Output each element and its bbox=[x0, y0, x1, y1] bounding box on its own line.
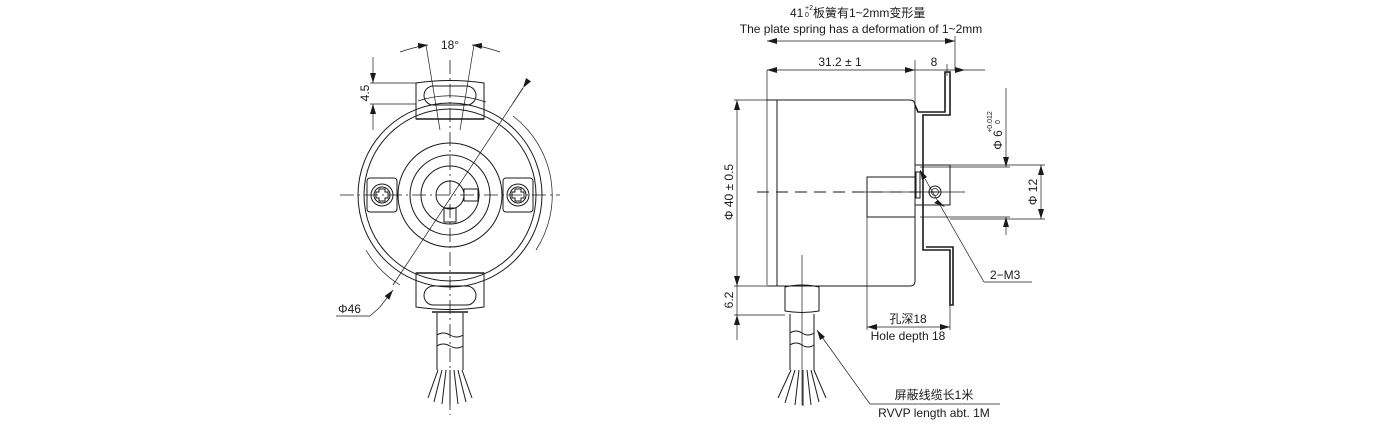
diameter-arrow-top bbox=[512, 78, 532, 104]
screw-arrow-bottom bbox=[934, 200, 945, 207]
cable-break-icon bbox=[436, 343, 464, 349]
hole-depth-en: Hole depth 18 bbox=[871, 329, 946, 343]
right-screw-head bbox=[506, 183, 530, 207]
front-view: 18° 4.5 Φ46 bbox=[336, 38, 560, 415]
phillips-screw-icon bbox=[511, 188, 525, 202]
body-diameter-label: Φ 40 ± 0.5 bbox=[722, 164, 736, 221]
title-en: The plate spring has a deformation of 1~… bbox=[740, 22, 982, 36]
shaft-arrow-top bbox=[1003, 157, 1009, 167]
left-screw-head bbox=[370, 183, 394, 207]
shaft-arrow-bottom bbox=[1003, 217, 1009, 227]
angle-line-right bbox=[459, 44, 475, 131]
inner-ring-1 bbox=[397, 142, 503, 248]
hub-clamp bbox=[914, 164, 951, 206]
cable-break-icon bbox=[789, 342, 815, 348]
clamp-slot bbox=[915, 171, 921, 199]
overall-arrow-right bbox=[945, 38, 955, 44]
hub-ring bbox=[420, 165, 480, 225]
bracket-label: 8 bbox=[931, 55, 938, 69]
screw-label: 2−M3 bbox=[990, 268, 1021, 282]
keyway-bottom bbox=[443, 207, 457, 223]
top-slot-arc bbox=[417, 95, 487, 103]
right-screw-inner bbox=[509, 186, 527, 204]
wire-bundle-icon bbox=[777, 369, 827, 406]
hub-arrow-bottom bbox=[1038, 209, 1044, 219]
encoder-body bbox=[767, 99, 916, 287]
plate-spring-bracket bbox=[914, 71, 954, 306]
keyway-right bbox=[463, 188, 479, 202]
bottom-slot-bracket bbox=[415, 272, 485, 310]
hole-depth-cn: 孔深18 bbox=[889, 312, 927, 326]
length-arrow-right bbox=[905, 67, 915, 73]
cable-offset-label: 6.2 bbox=[722, 291, 736, 308]
left-screw-tab bbox=[366, 177, 398, 213]
svg-text:41: 41 bbox=[790, 6, 804, 20]
top-slot bbox=[423, 85, 477, 106]
diameter-46-arc bbox=[512, 115, 553, 251]
outer-flange-circle bbox=[357, 102, 543, 288]
title-prefix: 41 bbox=[790, 6, 804, 20]
shaft-tol-lower: 0 bbox=[995, 120, 1002, 124]
angle-arrow-left bbox=[399, 43, 429, 53]
body-dia-arrow-top bbox=[734, 100, 740, 110]
overall-arrow-left bbox=[767, 38, 777, 44]
side-cable-gland bbox=[784, 284, 820, 313]
wire-bundle-icon bbox=[427, 369, 473, 405]
hole-depth-arrow-left bbox=[867, 324, 877, 330]
screw-leader bbox=[919, 169, 985, 283]
cable-en: RVVP length abt. 1M bbox=[878, 406, 990, 420]
bracket-arrow bbox=[955, 67, 965, 73]
angle-arrow-right bbox=[471, 43, 501, 53]
shaft-tol-upper: +0.012 bbox=[987, 111, 994, 133]
title-tol-lower: 0 bbox=[805, 12, 809, 19]
hole-depth-arrow-right bbox=[940, 324, 950, 330]
slot-height-label: 4.5 bbox=[358, 84, 372, 101]
title-cn: 板簧有1~2mm变形量 bbox=[813, 5, 925, 20]
outer-body-circle bbox=[363, 108, 537, 282]
hub-housing bbox=[866, 176, 916, 218]
diameter-arrow-bottom bbox=[379, 289, 394, 308]
bottom-slot bbox=[423, 285, 477, 306]
length-arrow-left bbox=[767, 67, 777, 73]
cable-leader bbox=[816, 329, 871, 405]
cable-offset-arrow bbox=[734, 315, 740, 325]
angle-line-left bbox=[425, 44, 441, 131]
shaft-diameter-label: Φ 6 bbox=[991, 130, 1005, 150]
diameter-leader-line bbox=[392, 87, 524, 286]
angle-label: 18° bbox=[441, 38, 459, 52]
phillips-screw-icon bbox=[375, 188, 389, 202]
cable-break-icon bbox=[789, 330, 815, 336]
diameter-label-leader bbox=[336, 306, 381, 317]
cable-cn: 屏蔽线缆长1米 bbox=[895, 388, 974, 402]
hub-arrow-top bbox=[1038, 165, 1044, 175]
screw-arrow-top bbox=[920, 170, 927, 180]
cable-leader-arrow bbox=[817, 330, 825, 340]
right-screw-tab bbox=[502, 177, 534, 213]
side-view: 41 +2 0 板簧有1~2mm变形量 The plate spring has… bbox=[722, 5, 1045, 420]
diameter-46-arc-lower bbox=[365, 249, 401, 286]
left-screw-inner bbox=[373, 186, 391, 204]
top-slot-bracket bbox=[415, 80, 485, 120]
length-label: 31.2 ± 1 bbox=[818, 55, 862, 69]
cable-break-icon bbox=[436, 332, 464, 338]
title-tol-upper: +2 bbox=[805, 5, 813, 12]
body-dia-arrow-bottom bbox=[734, 276, 740, 286]
inner-ring-2 bbox=[409, 154, 491, 236]
hub-diameter-label: Φ 12 bbox=[1026, 179, 1040, 206]
diameter-46-label: Φ46 bbox=[338, 302, 361, 316]
